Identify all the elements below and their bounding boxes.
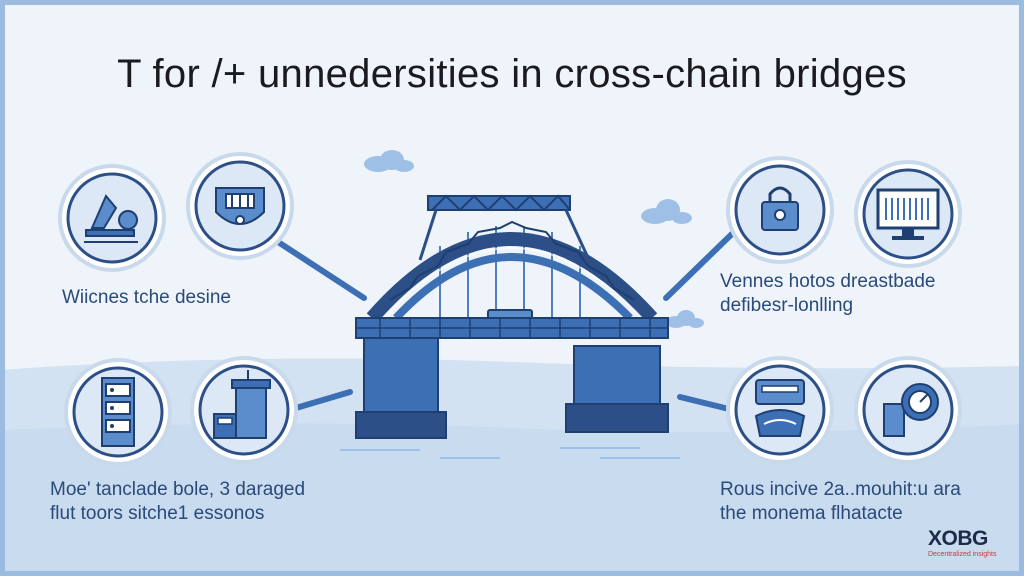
logo-text: XOBG — [928, 527, 988, 550]
caption-line: Moe' tanclade bole, 3 daraged — [50, 479, 306, 500]
padlock-icon — [726, 156, 834, 264]
gauge-icon — [854, 356, 962, 464]
caption-line: the monema flhatacte — [720, 503, 903, 524]
caption-line: Vennes hotos dreastbade — [720, 271, 936, 292]
monitor-icon — [854, 160, 962, 268]
cloud-icon — [641, 199, 692, 224]
caption-top-left: Wiicnes tche desine — [62, 286, 231, 310]
caption-top-right: Vennes hotos dreastbade defibesr-lonllin… — [720, 270, 936, 318]
caption-line: Rous incive 2a..mouhit:u ara — [720, 479, 961, 500]
database-container-icon — [190, 356, 298, 464]
payment-card-icon — [726, 356, 834, 464]
server-rack-icon — [64, 358, 172, 466]
page-title: T for /+ unnedersities in cross-chain br… — [117, 52, 907, 96]
logo-tagline: Decentralized insights — [928, 551, 997, 558]
mining-icon — [58, 164, 166, 272]
cpu-shield-icon — [186, 152, 294, 260]
cloud-icon — [666, 310, 704, 328]
caption-bottom-right: Rous incive 2a..mouhit:u ara the monema … — [720, 478, 961, 526]
caption-line: flut toors sitche1 essonos — [50, 503, 265, 524]
caption-bottom-left: Moe' tanclade bole, 3 daraged flut toors… — [50, 478, 305, 526]
bridge — [340, 194, 680, 459]
brand-logo: XOBG Decentralized insights — [928, 527, 1020, 567]
cloud-icon — [364, 150, 414, 172]
caption-line: defibesr-lonlling — [720, 295, 854, 316]
caption-line: Wiicnes tche desine — [62, 287, 231, 308]
connector-lines — [269, 227, 739, 413]
